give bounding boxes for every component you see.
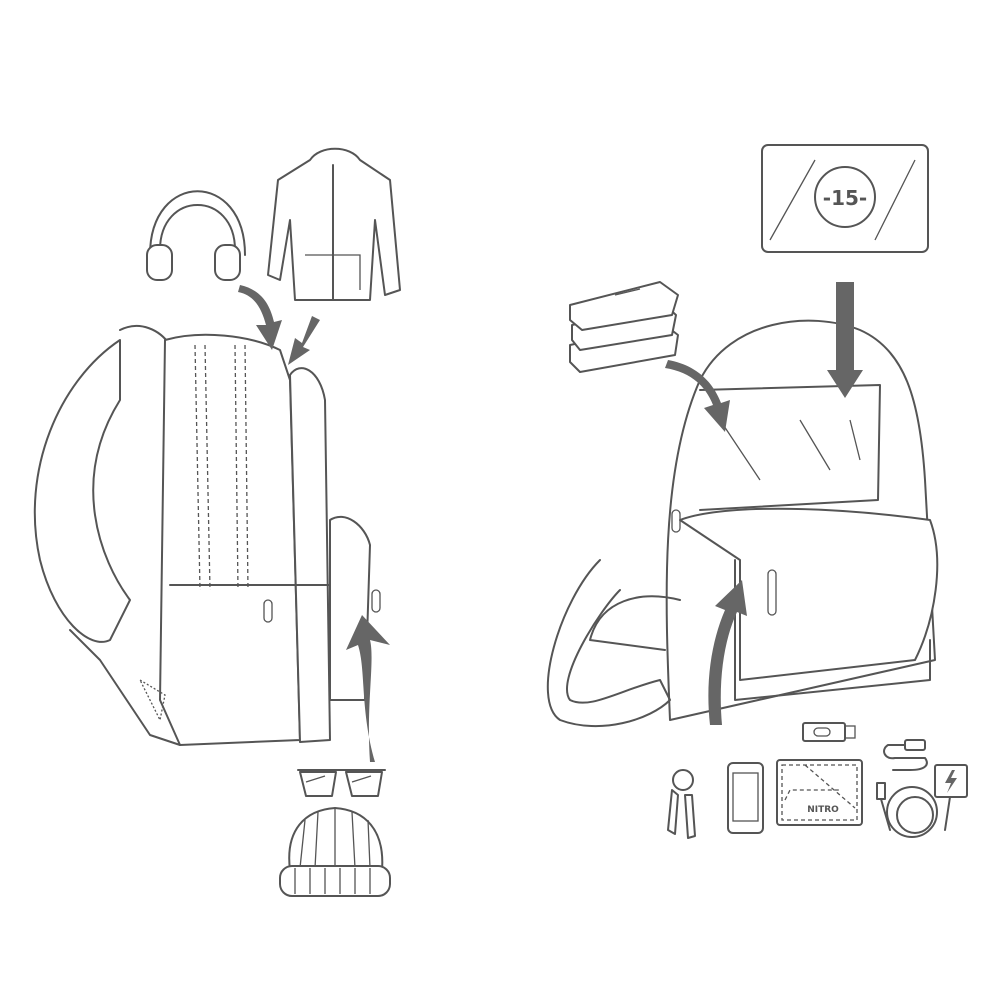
usb-stick-icon	[802, 722, 856, 742]
arrow-books-in-icon	[665, 360, 730, 432]
wallet-icon: NITRO	[776, 759, 863, 826]
keys-icon	[667, 769, 696, 839]
backpack-side-view	[33, 325, 381, 746]
arrow-laptop-in-icon	[827, 282, 863, 398]
charger-cable-icon	[876, 739, 968, 838]
arrow-into-pocket-icon	[346, 615, 390, 762]
laptop-icon: -15-	[761, 144, 929, 253]
wallet-brand-label: NITRO	[807, 805, 839, 815]
backpack-open-view	[546, 319, 939, 728]
hoodie-icon	[267, 147, 401, 301]
sunglasses-icon	[297, 769, 386, 797]
headphones-icon	[146, 190, 246, 281]
arrow-headphones-in-icon	[238, 285, 282, 350]
phone-icon	[727, 762, 764, 834]
beanie-icon	[279, 807, 391, 897]
laptop-size-label: -15-	[823, 186, 867, 210]
books-icon	[569, 281, 679, 373]
arrow-into-front-pocket-icon	[708, 580, 747, 725]
arrow-hoodie-in-icon	[288, 316, 320, 365]
